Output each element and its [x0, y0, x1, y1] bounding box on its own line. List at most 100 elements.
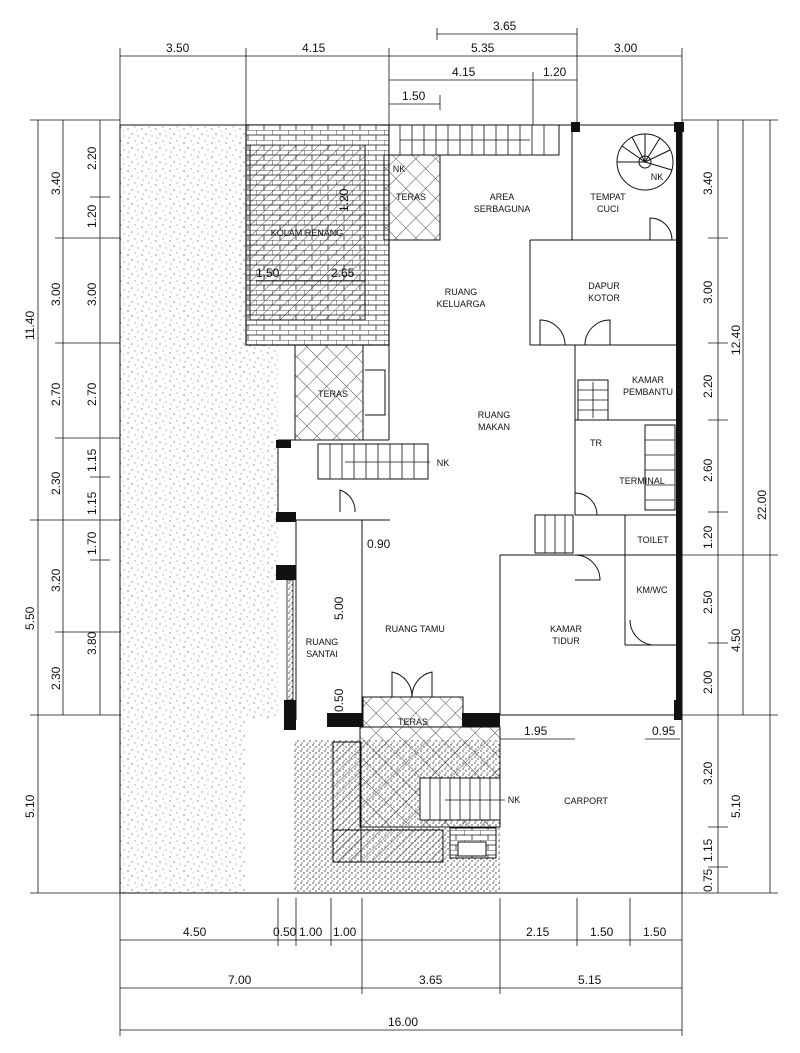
spiral-stair — [616, 133, 674, 191]
label-ruang-makan-1: RUANG — [478, 410, 511, 420]
label-area-serbaguna-2: SERBAGUNA — [474, 204, 531, 214]
label-toilet: TOILET — [637, 535, 669, 545]
stairs-entrance — [419, 777, 505, 821]
dim-bottom-1f: 1.50 — [590, 925, 614, 939]
label-nk-middle: NK — [437, 458, 450, 468]
dim-top-2a: 3.50 — [166, 41, 190, 55]
dim-right-mid-2: 4.50 — [729, 628, 743, 652]
dim-top-1: 3.65 — [493, 19, 517, 33]
dim-left-mid-2: 3.00 — [49, 282, 63, 306]
dim-right-in-2: 3.00 — [701, 280, 715, 304]
label-ruang-keluarga-1: RUANG — [445, 287, 478, 297]
dim-left-in-6: 1.15 — [85, 491, 99, 515]
dim-bottom-1b: 0.50 — [273, 925, 297, 939]
doors — [339, 217, 673, 698]
label-carport: CARPORT — [564, 796, 608, 806]
label-tr: TR — [590, 438, 602, 448]
dim-int-4: 0.90 — [367, 537, 391, 551]
dim-right-in-10: 0.75 — [701, 868, 715, 892]
walls — [119, 122, 684, 894]
label-ruang-santai-1: RUANG — [306, 637, 339, 647]
dim-int-2: 1.50 — [256, 266, 280, 280]
dim-left-in-5: 1.15 — [85, 448, 99, 472]
label-km-wc: KM/WC — [637, 585, 668, 595]
dim-right-in-1: 3.40 — [701, 171, 715, 195]
dim-right-in-7: 2.00 — [701, 670, 715, 694]
label-kamar-tidur-1: KAMAR — [550, 624, 583, 634]
label-kamar-tidur-2: TIDUR — [552, 636, 580, 646]
dim-left-outer-1: 11.40 — [23, 311, 37, 340]
label-tempat-cuci-1: TEMPAT — [590, 192, 626, 202]
dim-right-mid-1: 12.40 — [729, 325, 743, 355]
front-terrace — [362, 696, 464, 728]
dim-bottom-1c: 1.00 — [299, 925, 323, 939]
dim-int-5: 5.00 — [332, 596, 346, 620]
dim-left-in-3: 3.00 — [85, 282, 99, 306]
dim-right-in-9: 1.15 — [701, 838, 715, 862]
dim-bottom-1d: 1.00 — [333, 925, 357, 939]
dim-bottom-1a: 4.50 — [183, 925, 207, 939]
dim-left-outer-2: 5.50 — [23, 606, 37, 630]
dim-left-mid-6: 2.30 — [49, 666, 63, 690]
swimming-pool — [249, 144, 366, 321]
dim-left-in-2: 1.20 — [85, 204, 99, 228]
dim-left-in-8: 3.80 — [85, 631, 99, 655]
dim-top-4: 1.50 — [402, 89, 426, 103]
dim-right-in-3: 2.20 — [701, 374, 715, 398]
dim-top-2b: 4.15 — [302, 41, 326, 55]
dim-top-2c: 5.35 — [471, 41, 495, 55]
pool-terrace — [383, 154, 441, 241]
dim-int-1: 1.20 — [337, 188, 351, 212]
label-kolam-renang: KOLAM RENANG — [271, 228, 344, 238]
dim-right-in-4: 2.60 — [701, 458, 715, 482]
dim-bottom-2b: 3.65 — [419, 973, 443, 987]
dim-top-3b: 1.20 — [543, 65, 567, 79]
dim-left-outer-3: 5.10 — [23, 794, 37, 818]
label-kamar-pembantu-2: PEMBANTU — [623, 387, 673, 397]
dim-left-mid-5: 3.20 — [49, 568, 63, 592]
dim-left-mid-3: 2.70 — [49, 382, 63, 406]
garden-area — [120, 125, 246, 893]
stairs-top — [388, 124, 560, 156]
label-nk-entrance: NK — [508, 795, 521, 805]
dim-top-2d: 3.00 — [614, 41, 638, 55]
dim-top-3a: 4.15 — [452, 65, 476, 79]
internal-dimensions: 1.20 1.50 2.65 0.90 5.00 0.50 1.95 0.95 — [256, 188, 680, 740]
label-area-serbaguna-1: AREA — [490, 192, 515, 202]
garden-area-side — [246, 345, 278, 718]
stairs-service — [534, 379, 676, 554]
side-terrace — [294, 344, 364, 441]
pool-white-top — [250, 125, 380, 145]
room-labels: AREA SERBAGUNA TEMPAT CUCI KOLAM RENANG … — [271, 164, 673, 806]
dim-int-7: 1.95 — [524, 724, 548, 738]
dim-right-in-6: 2.50 — [701, 590, 715, 614]
label-tempat-cuci-2: CUCI — [597, 204, 619, 214]
dim-left-in-1: 2.20 — [85, 146, 99, 170]
dim-bottom-1e: 2.15 — [526, 925, 550, 939]
dim-left-mid-1: 3.40 — [49, 171, 63, 195]
dimension-labels: 3.65 3.50 4.15 5.35 3.00 4.15 1.20 1.50 … — [23, 19, 769, 1029]
label-nk-top: NK — [393, 164, 406, 174]
dim-left-in-7: 1.70 — [85, 531, 99, 555]
label-teras-pool: TERAS — [396, 192, 426, 202]
label-teras-front: TERAS — [398, 717, 428, 727]
dim-right-mid-3: 5.10 — [729, 794, 743, 818]
dim-int-8: 0.95 — [652, 724, 676, 738]
dim-left-in-4: 2.70 — [85, 382, 99, 406]
label-ruang-tamu: RUANG TAMU — [385, 624, 445, 634]
dim-bottom-2a: 7.00 — [228, 973, 252, 987]
label-kamar-pembantu-1: KAMAR — [632, 375, 665, 385]
dim-bottom-3: 16.00 — [388, 1015, 418, 1029]
label-terminal: TERMINAL — [619, 476, 665, 486]
label-teras-side: TERAS — [318, 389, 348, 399]
label-dapur-kotor-2: KOTOR — [588, 293, 620, 303]
dimension-lines — [30, 28, 778, 1036]
dim-int-3: 2.65 — [331, 266, 355, 280]
dim-bottom-2c: 5.15 — [578, 973, 602, 987]
label-ruang-makan-2: MAKAN — [478, 422, 510, 432]
label-ruang-santai-2: SANTAI — [306, 649, 338, 659]
dim-right-in-5: 1.20 — [701, 525, 715, 549]
dim-bottom-1g: 1.50 — [643, 925, 667, 939]
dim-right-outer-1: 22.00 — [755, 490, 769, 520]
